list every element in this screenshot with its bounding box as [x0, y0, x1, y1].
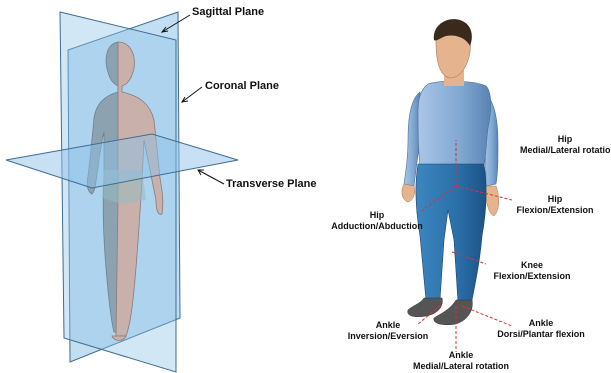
knee-label: Knee Flexion/Extension: [492, 260, 572, 282]
planes-figure: [6, 12, 238, 372]
knee-motion: Flexion/Extension: [492, 271, 572, 282]
ankle-inversion-motion: Inversion/Eversion: [338, 331, 438, 342]
hip-rotation-label: Hip Medial/Lateral rotation: [520, 134, 610, 156]
ankle-inversion-label: Ankle Inversion/Eversion: [338, 320, 438, 342]
hip-flexion-label: Hip Flexion/Extension: [510, 194, 600, 216]
joint-figure: [402, 19, 512, 352]
hip-rotation-motion: Medial/Lateral rotation: [520, 145, 610, 156]
hip-flexion-motion: Flexion/Extension: [510, 205, 600, 216]
ankle-rotation-label: Ankle Medial/Lateral rotation: [396, 350, 526, 372]
pants: [416, 164, 486, 302]
left-shoe: [408, 298, 443, 317]
sagittal-plane: [60, 12, 176, 372]
ankle-dorsi-title: Ankle: [478, 318, 604, 329]
ankle-dorsi-motion: Dorsi/Plantar flexion: [478, 329, 604, 340]
ankle-rotation-motion: Medial/Lateral rotation: [396, 361, 526, 372]
hip-rotation-title: Hip: [520, 134, 610, 145]
ankle-dorsi-label: Ankle Dorsi/Plantar flexion: [478, 318, 604, 340]
right-hand: [485, 186, 498, 216]
ankle-rotation-title: Ankle: [396, 350, 526, 361]
hip-flexion-title: Hip: [510, 194, 600, 205]
torso: [418, 81, 491, 166]
hip-abduction-label: Hip Adduction/Abduction: [322, 210, 432, 232]
transverse-plane-label: Transverse Plane: [226, 178, 317, 190]
ankle-inversion-title: Ankle: [338, 320, 438, 331]
coronal-plane-label: Coronal Plane: [205, 80, 279, 92]
hip-abduction-title: Hip: [322, 210, 432, 221]
sagittal-plane-label: Sagittal Plane: [192, 6, 264, 18]
transverse-plane: [6, 134, 238, 188]
left-hand: [402, 184, 415, 202]
hip-abduction-motion: Adduction/Abduction: [322, 221, 432, 232]
knee-title: Knee: [492, 260, 572, 271]
